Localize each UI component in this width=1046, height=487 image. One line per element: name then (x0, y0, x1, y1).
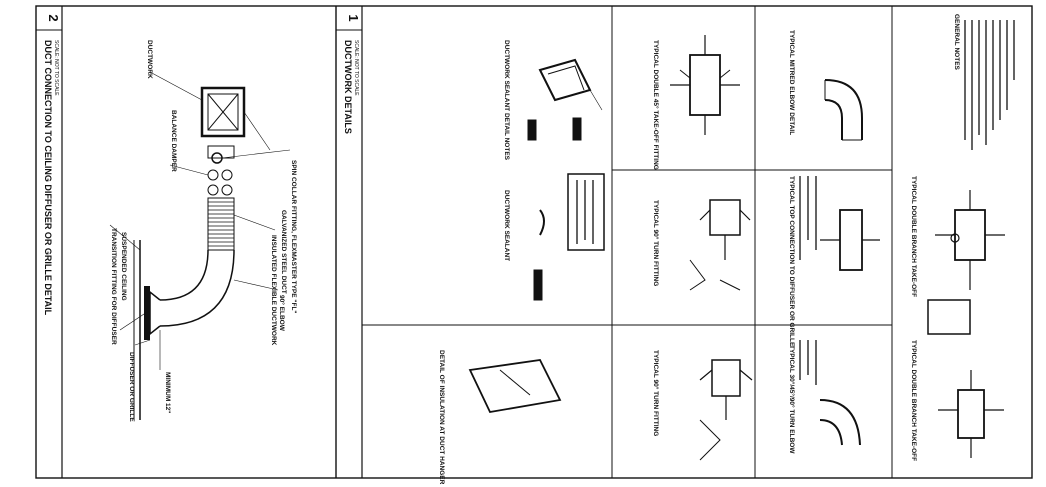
label-transition: TRANSITION FITTING FOR DIFFUSER (110, 228, 117, 345)
caption-double45: TYPICAL DOUBLE 45° TAKE-OFF FITTING (652, 40, 660, 170)
detail-1-scale: SCALE: NOT TO SCALE (353, 40, 359, 96)
detail-2-drawing (109, 71, 291, 420)
caption-dblbranch: TYPICAL DOUBLE BRANCH TAKE-OFF (910, 176, 917, 297)
label-ductwork: DUCTWORK (146, 40, 153, 79)
detail-2-title: DUCT CONNECTION TO CEILING DIFFUSER OR G… (43, 40, 53, 316)
label-damper: BALANCE DAMPER (170, 110, 177, 172)
caption-sealant: DUCTWORK SEALANT DETAIL NOTES (503, 40, 510, 161)
caption-radius: TYPICAL 30°/45°/90° TURN ELBOW (788, 345, 796, 454)
caption-ductsealant: DUCTWORK SEALANT (503, 190, 510, 261)
label-elbow: 90° ELBOW (278, 295, 286, 332)
label-diffuser: DIFFUSER OR GRILLE (128, 352, 135, 422)
general-notes-text (576, 20, 1015, 385)
sheet-border (35, 5, 1033, 479)
panel-grid (362, 6, 893, 478)
note-box-1 (567, 173, 605, 251)
caption-turn90a: TYPICAL 90° TURN FITTING (652, 200, 660, 286)
caption-notes: GENERAL NOTES (953, 14, 960, 71)
detail-2-scale: SCALE: NOT TO SCALE (53, 40, 59, 96)
detail-1-number: 1 (346, 14, 361, 21)
label-galv: GALVANIZED STEEL DUCT (280, 210, 287, 294)
caption-turn90b: TYPICAL 90° TURN FITTING (652, 350, 660, 436)
detail-2-labels: SPIN COLLAR FITTING, FLEXMASTER TYPE "FL… (110, 40, 297, 422)
label-minimum: MINIMUM 12" (164, 372, 171, 413)
label-flex: INSULATED FLEXIBLE DUCTWORK (270, 235, 277, 346)
caption-topconn: TYPICAL TOP CONNECTION TO DIFFUSER OR GR… (788, 176, 795, 347)
detail-1-title: DUCTWORK DETAILS (343, 40, 353, 134)
detail-1-drawings (468, 35, 1005, 461)
detail-2-number: 2 (46, 14, 61, 21)
caption-mitered: TYPICAL MITRED ELBOW DETAIL (788, 30, 795, 135)
caption-dblbranch2: TYPICAL DOUBLE BRANCH TAKE-OFF (910, 340, 917, 461)
label-spin-collar: SPIN COLLAR FITTING, FLEXMASTER TYPE "FL… (290, 160, 297, 314)
note-box-2 (927, 299, 971, 335)
label-ceiling: SUSPENDED CEILING (120, 232, 127, 301)
caption-hanger: DETAIL OF INSULATION AT DUCT HANGER (438, 350, 445, 485)
